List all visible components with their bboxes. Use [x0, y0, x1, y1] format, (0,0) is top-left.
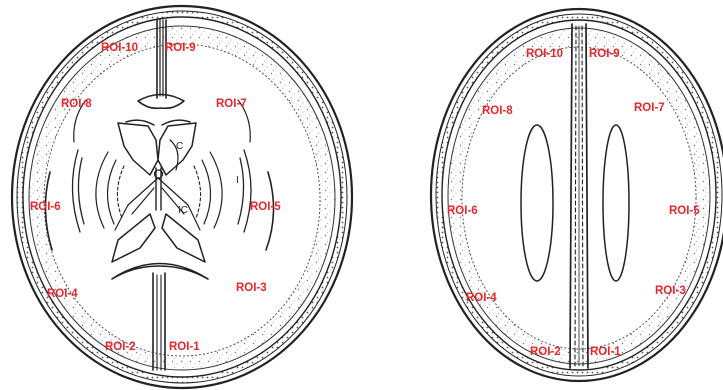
- left-roi-1-label: ROI-1: [169, 341, 200, 353]
- right-roi-9-label: ROI-9: [589, 48, 620, 60]
- left-label-internal-capsule: IC: [178, 205, 188, 216]
- left-label-caudate: C: [176, 141, 183, 152]
- right-roi-3-label: ROI-3: [655, 285, 686, 297]
- right-roi-6-label: ROI-6: [447, 205, 478, 217]
- left-roi-6-label: ROI-6: [30, 201, 61, 213]
- left-roi-3-label: ROI-3: [236, 282, 267, 294]
- right-roi-5-label: ROI-5: [669, 205, 700, 217]
- right-roi-10-label: ROI-10: [526, 48, 563, 60]
- right-roi-4-label: ROI-4: [466, 292, 497, 304]
- left-roi-4-label: ROI-4: [47, 288, 78, 300]
- left-label-insula: I: [236, 175, 239, 186]
- left-brain-section: C I IC ROI-10 ROI-9 ROI-8 ROI-7 ROI-6 RO…: [12, 6, 352, 388]
- left-roi-5-label: ROI-5: [250, 201, 281, 213]
- right-brain-section: ROI-10 ROI-9 ROI-8 ROI-7 ROI-6 ROI-5 ROI…: [431, 9, 723, 381]
- right-roi-1-label: ROI-1: [590, 346, 621, 358]
- left-roi-9-label: ROI-9: [165, 42, 196, 54]
- left-roi-10-label: ROI-10: [101, 42, 138, 54]
- right-roi-7-label: ROI-7: [634, 102, 665, 114]
- right-roi-8-label: ROI-8: [482, 105, 513, 117]
- right-roi-2-label: ROI-2: [530, 346, 561, 358]
- left-roi-7-label: ROI-7: [216, 98, 247, 110]
- left-roi-8-label: ROI-8: [61, 98, 92, 110]
- left-roi-2-label: ROI-2: [105, 341, 136, 353]
